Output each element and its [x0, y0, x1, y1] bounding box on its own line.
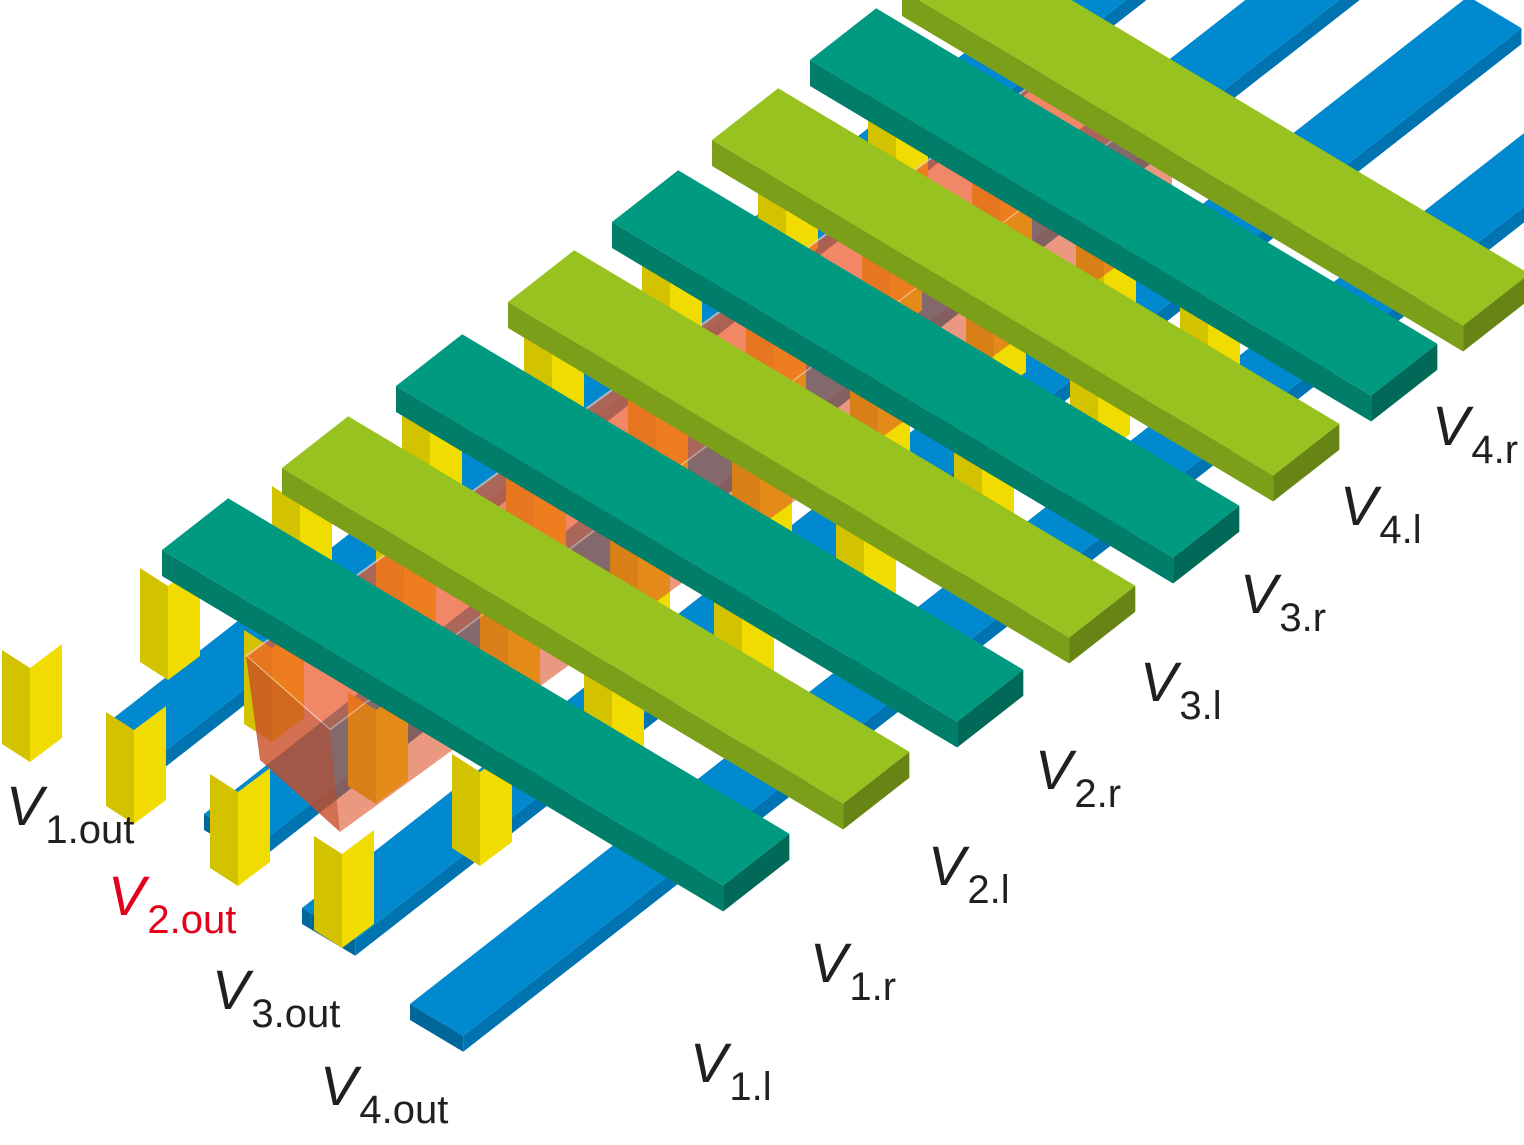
- pillar-face-right: [30, 644, 62, 762]
- label-v2-out: V2.out: [108, 864, 237, 942]
- pillar-5: [140, 562, 200, 680]
- gate-bar-6: [712, 88, 1340, 502]
- gate-bar-1-front: [162, 550, 724, 912]
- gate-bar-4-front: [508, 302, 1070, 664]
- gate-bar-7-top: [810, 8, 1438, 396]
- label-v2-l: V2.l: [928, 834, 1010, 912]
- pillar-face-right: [342, 830, 374, 948]
- gate-bar-1-end: [723, 833, 790, 912]
- gate-bar-8-front: [902, 0, 1464, 352]
- gate-bar-2-front: [282, 468, 844, 830]
- gate-bar-5-end: [1173, 505, 1240, 584]
- gate-bar-3-front: [396, 386, 958, 748]
- gate-bar-5-top: [612, 170, 1240, 558]
- gate-bar-6-end: [1273, 423, 1340, 502]
- gate-bar-7-end: [1371, 343, 1438, 422]
- gate-bar-4: [508, 250, 1136, 664]
- pillar-face-right: [134, 706, 166, 824]
- output-bar-4-end: [410, 1004, 464, 1052]
- pillar-3: [210, 768, 270, 886]
- gate-bar-4-end: [1069, 585, 1136, 664]
- label-v4-r: V4.r: [1432, 394, 1519, 472]
- label-v1-out: V1.out: [6, 774, 135, 852]
- pillar-face-left: [452, 754, 480, 866]
- gate-bar-2-top: [282, 416, 910, 804]
- gate-bar-8-top: [918, 0, 1524, 326]
- gate-bar-4-top: [508, 250, 1136, 638]
- gate-bar-2-end: [843, 751, 910, 830]
- gate-bar-6-top: [712, 88, 1340, 476]
- gate-bar-2: [282, 416, 910, 830]
- gate-bar-3-top: [396, 334, 1024, 722]
- gate-bar-5-front: [612, 222, 1174, 584]
- gate-bar-8-end: [1463, 277, 1524, 352]
- pillar-1: [2, 644, 62, 762]
- gate-bar-1: [162, 498, 790, 912]
- gate-bar-3-end: [957, 669, 1024, 748]
- gate-bars-layer: [162, 0, 1524, 912]
- pillar-face-right: [238, 768, 270, 886]
- label-v3-out: V3.out: [212, 958, 341, 1036]
- gate-bar-7-front: [810, 60, 1372, 422]
- pillar-4: [314, 830, 374, 948]
- gate-bar-8: [902, 0, 1524, 352]
- label-v1-r: V1.r: [810, 931, 897, 1009]
- label-v3-r: V3.r: [1240, 562, 1327, 640]
- pillar-face-left: [2, 650, 30, 762]
- gate-bar-6-front: [712, 140, 1274, 502]
- pillar-face-left: [210, 774, 238, 886]
- highlight-end: [246, 656, 340, 832]
- gate-bar-5: [612, 170, 1240, 584]
- pillar-face-left: [140, 568, 168, 680]
- pillar-face-left: [314, 836, 342, 948]
- pillar-2: [106, 706, 166, 824]
- label-v2-r: V2.r: [1035, 738, 1122, 816]
- gate-bar-1-top: [162, 498, 790, 886]
- gate-bar-3: [396, 334, 1024, 748]
- label-v3-l: V3.l: [1140, 650, 1222, 728]
- pillar-face-left: [106, 712, 134, 824]
- gate-bar-7: [810, 8, 1438, 422]
- label-v4-l: V4.l: [1340, 474, 1422, 552]
- label-v4-out: V4.out: [320, 1054, 449, 1132]
- label-v1-l: V1.l: [690, 1031, 772, 1109]
